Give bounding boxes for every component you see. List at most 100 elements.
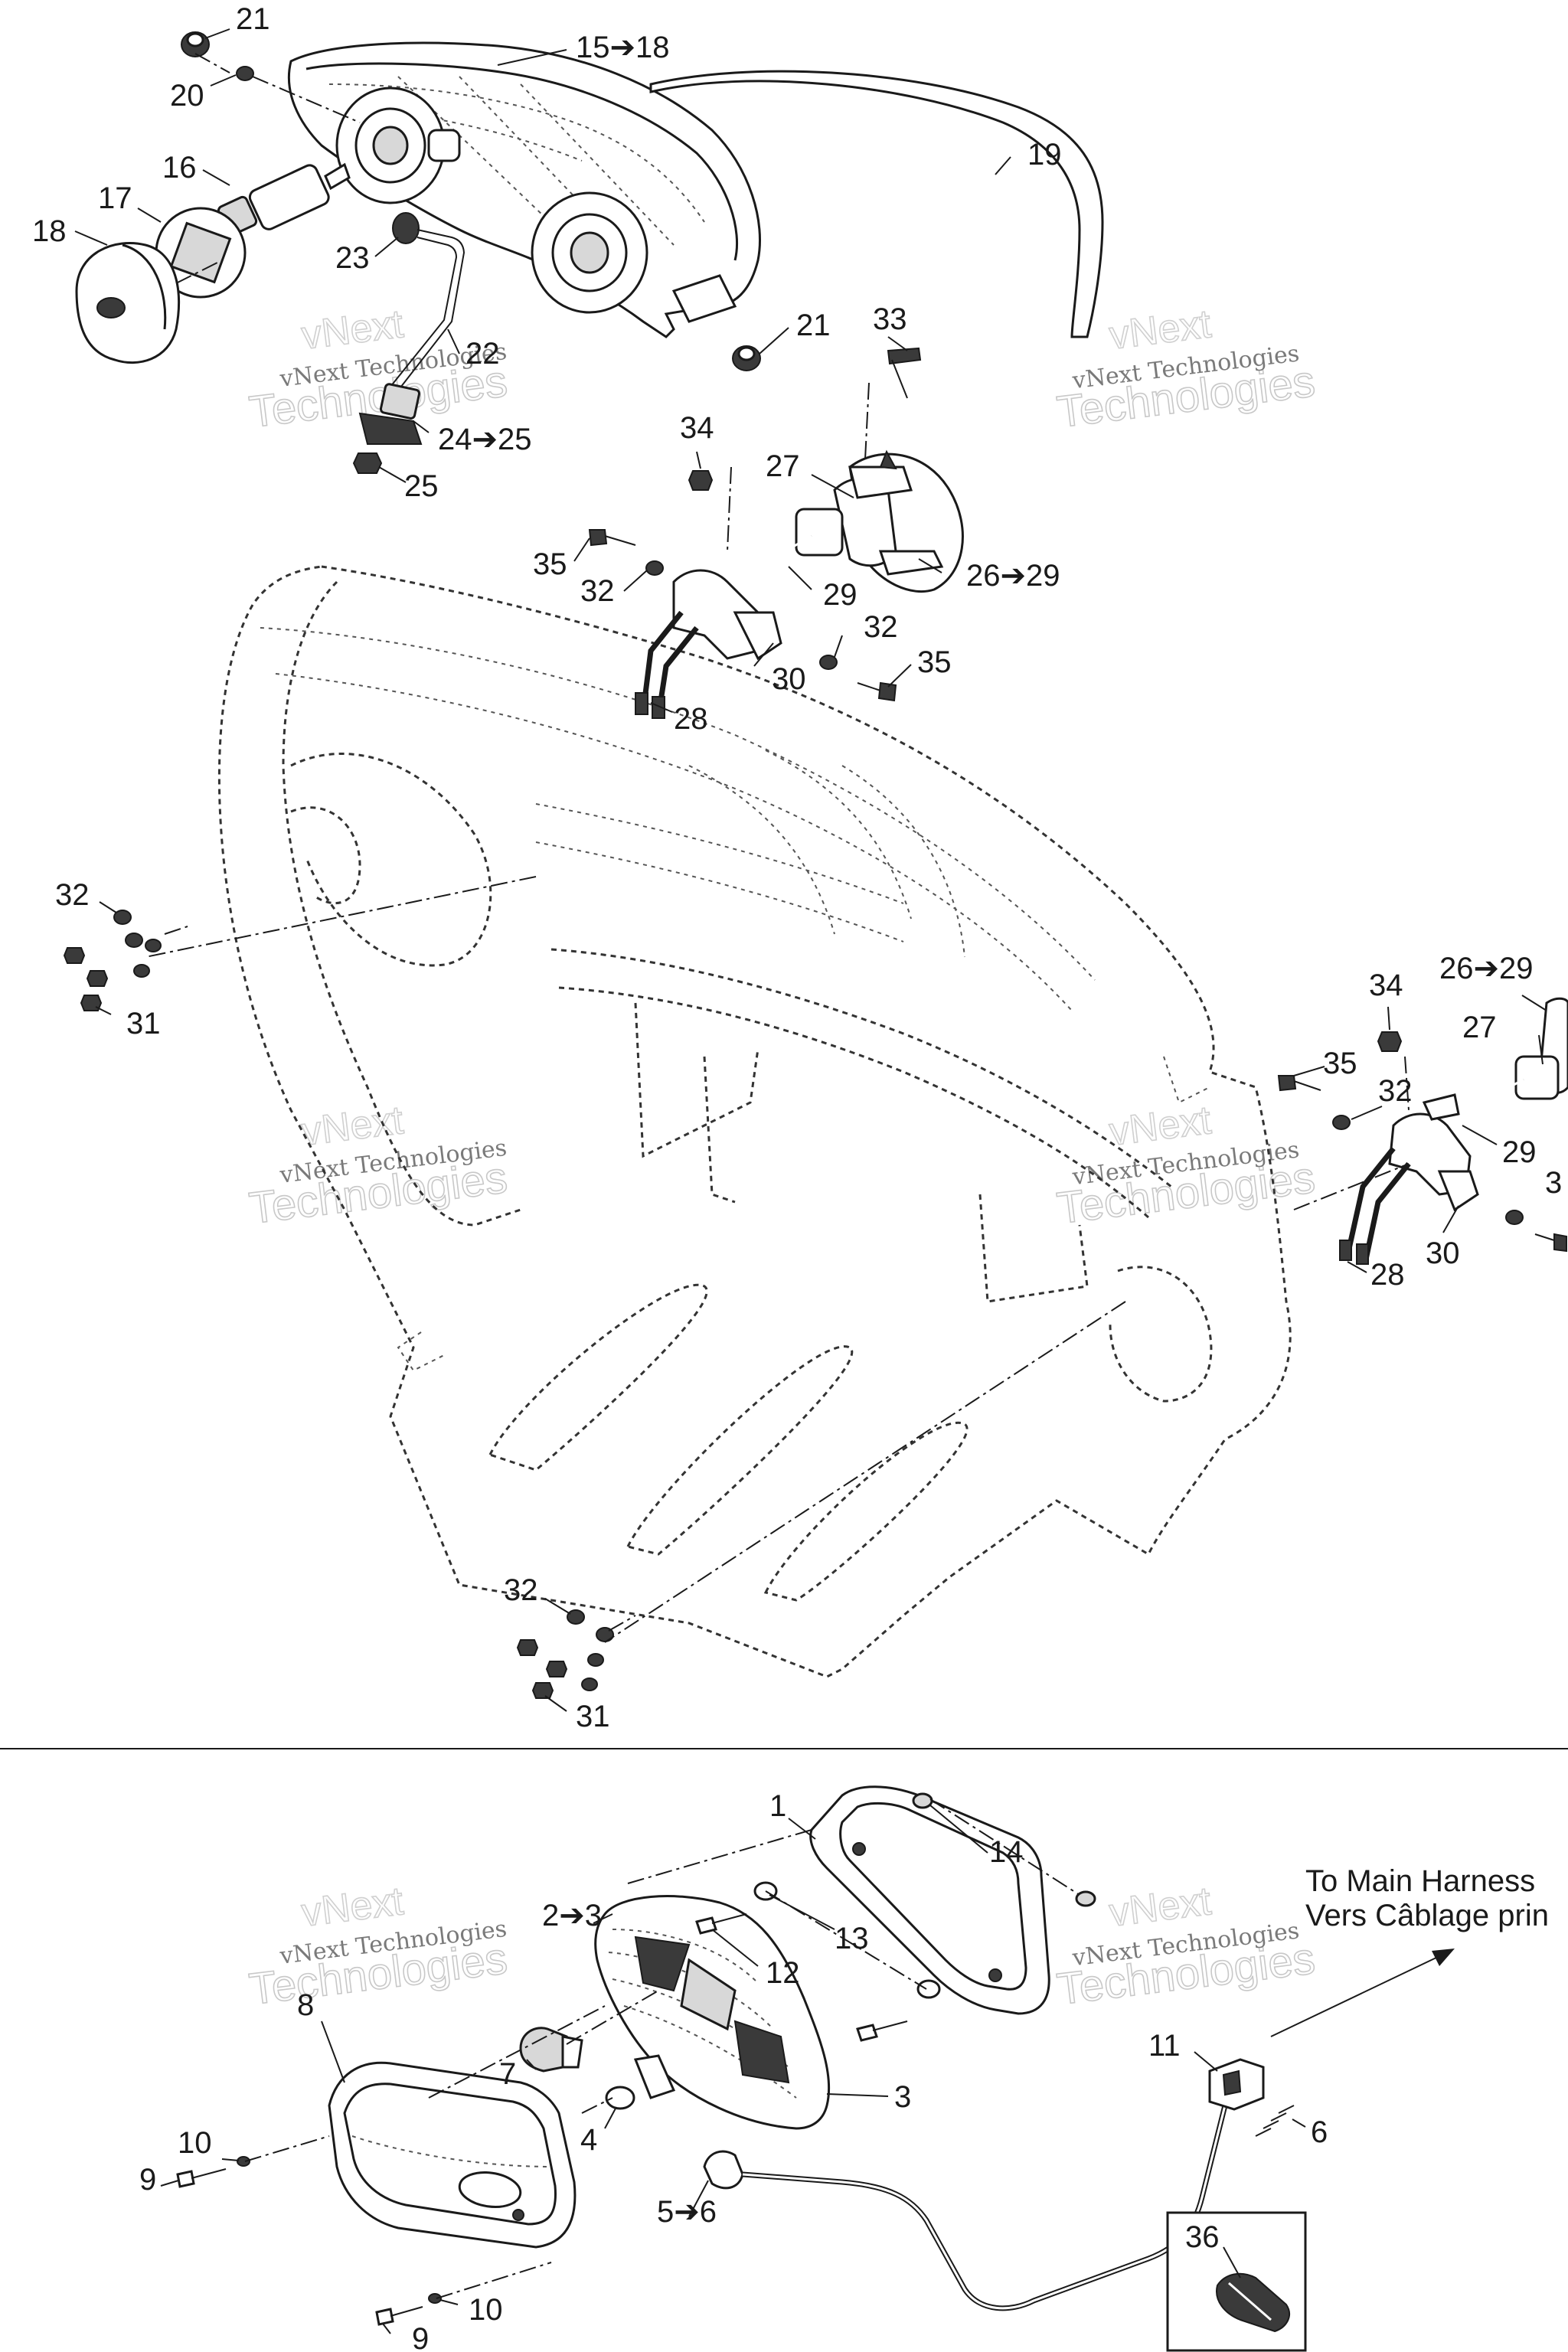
washer-10-upper (237, 2156, 250, 2167)
washer-10-lower (428, 2293, 442, 2304)
assembly-axes-upper (145, 53, 1410, 1643)
watermark-line: vNext (299, 1098, 407, 1155)
callout-1: 1 (769, 1789, 786, 1823)
screw-9-lower (375, 2306, 423, 2326)
callout-19: 19 (1027, 138, 1062, 172)
callout-34: 34 (680, 411, 714, 445)
headlight-lens (649, 70, 1104, 338)
callout-9-b: 9 (412, 2322, 429, 2352)
callout-2-3: 2➔3 (542, 1899, 602, 1932)
callout-16: 16 (162, 151, 197, 185)
connector-11 (1208, 2058, 1265, 2111)
callout-30: 30 (772, 662, 806, 696)
nut-21-right (732, 345, 761, 371)
callout-6: 6 (1311, 2115, 1328, 2149)
callout-26-29-b: 26➔29 (1439, 952, 1534, 985)
washer-32-upper-left (645, 560, 664, 576)
callout-11: 11 (1148, 2029, 1181, 2063)
callout-5-6: 5➔6 (657, 2195, 717, 2229)
callout-3-partial: 3 (1545, 1166, 1562, 1200)
nut-14-lower (1075, 1890, 1096, 1907)
screw-12-lower (856, 2020, 908, 2042)
callout-21: 21 (236, 2, 270, 36)
washer-32-upper-right (819, 655, 838, 670)
fasteners-31-32-bottom (516, 1609, 614, 1699)
callout-35: 35 (533, 547, 567, 581)
watermark-line: vNext (1107, 1098, 1214, 1155)
watermark-3: vNext Technologies vNext Technologies (246, 1097, 511, 1233)
callout-29: 29 (823, 578, 858, 612)
callout-28: 28 (674, 702, 708, 736)
callout-10-b: 10 (469, 2293, 503, 2327)
harness-5-6 (703, 2105, 1228, 2311)
hood-outline (217, 565, 1292, 1678)
watermark-line: vNext (299, 1879, 407, 1936)
callout-32: 32 (580, 574, 615, 608)
callout-17: 17 (98, 181, 132, 215)
callout-24-25: 24➔25 (438, 423, 532, 456)
callout-35-b: 35 (917, 645, 952, 679)
callout-23: 23 (335, 241, 370, 275)
washer-32-right-right (1505, 1210, 1524, 1225)
nut-25 (352, 452, 383, 474)
callout-27: 27 (766, 449, 800, 483)
watermark-6: vNext Technologies vNext Technologies (1054, 1878, 1318, 2014)
callout-9: 9 (139, 2163, 156, 2197)
auxiliary-light-right (1339, 997, 1568, 1265)
taillight-cover-8 (328, 2061, 577, 2249)
callout-30-b: 30 (1426, 1236, 1460, 1270)
vent-tube-23-22 (390, 212, 466, 391)
screw-33 (887, 347, 922, 399)
watermark-line: vNext (299, 302, 407, 358)
auxiliary-light-upper (635, 449, 964, 719)
taillight-lens-2-3 (594, 1895, 831, 2130)
callout-labels: 21 20 15➔18 16 17 18 23 19 22 21 33 24➔2… (32, 2, 1562, 2352)
callout-25: 25 (404, 469, 439, 503)
callout-33: 33 (873, 302, 907, 336)
screw-9-upper (176, 2168, 227, 2188)
callout-31-b: 31 (576, 1700, 610, 1733)
adjuster-24 (358, 383, 423, 445)
watermark-1: vNext Technologies vNext Technologies (246, 301, 511, 437)
nut-34-right (1377, 1031, 1403, 1052)
callout-20: 20 (170, 79, 204, 113)
clip-17 (155, 207, 247, 299)
callout-34-b: 34 (1369, 969, 1403, 1002)
boot-18 (75, 242, 181, 364)
callout-12: 12 (766, 1956, 800, 1990)
callout-21-right: 21 (796, 309, 831, 342)
inset-box-36 (1166, 2211, 1307, 2352)
fasteners-31-32-left (63, 910, 162, 1011)
callout-leaders (74, 28, 1547, 2334)
callout-4: 4 (580, 2123, 597, 2157)
callout-10: 10 (178, 2126, 212, 2160)
harness-note-en: To Main Harness (1305, 1864, 1535, 1898)
nut-34-upper (688, 470, 714, 491)
callout-35-c: 35 (1323, 1047, 1357, 1080)
callout-15-18: 15➔18 (576, 31, 670, 64)
callout-32-e: 32 (504, 1573, 538, 1607)
callout-27-b: 27 (1462, 1011, 1497, 1044)
callout-32-d: 32 (1378, 1074, 1413, 1108)
callout-36: 36 (1185, 2220, 1220, 2254)
callout-22: 22 (466, 337, 500, 371)
bulb-7 (519, 2027, 583, 2073)
callout-14: 14 (989, 1835, 1024, 1869)
nut-21-top (181, 31, 210, 57)
callout-7: 7 (499, 2057, 516, 2091)
callout-26-29: 26➔29 (966, 559, 1060, 593)
callout-31: 31 (126, 1007, 161, 1040)
washer-32-right-left (1332, 1115, 1351, 1130)
gasket-4 (605, 2054, 676, 2110)
harness-note-fr: Vers Câblage prin (1305, 1899, 1549, 1932)
terminals-6 (1255, 2105, 1295, 2137)
callout-28-b: 28 (1370, 1258, 1405, 1292)
callout-18: 18 (32, 214, 67, 248)
spacer-13-lower (916, 1979, 941, 1999)
callout-8: 8 (297, 1988, 314, 2022)
callout-29-b: 29 (1502, 1135, 1537, 1169)
nut-14-upper (912, 1792, 933, 1809)
washer-20 (236, 66, 254, 81)
